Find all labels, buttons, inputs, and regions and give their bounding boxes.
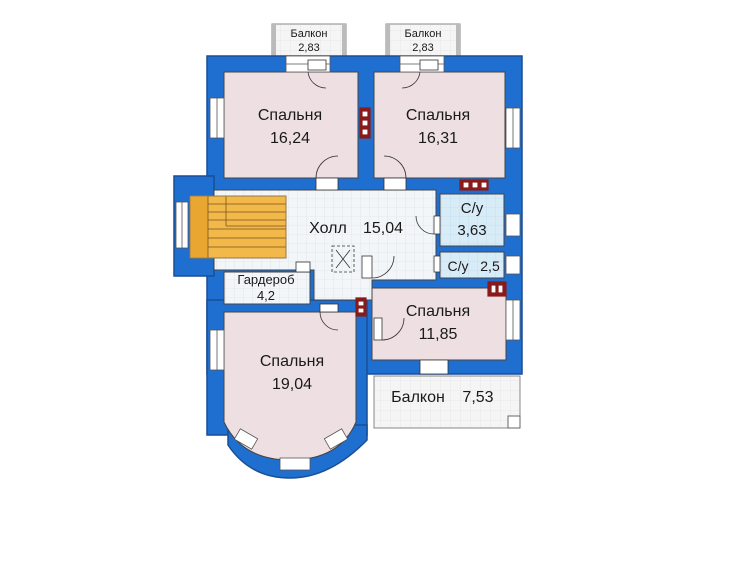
vent-shafts <box>355 107 507 317</box>
bath-small-fill <box>439 251 505 279</box>
wardrobe-area: 4,2 <box>257 288 275 303</box>
bedroom-ne-fill <box>373 71 506 179</box>
bedroom-e-area: 11,85 <box>419 326 458 343</box>
balcony-right-name: Балкон <box>405 28 442 40</box>
balcony-big-name: Балкон <box>391 389 445 406</box>
balcony-big-area: 7,53 <box>462 389 493 406</box>
balcony-big <box>373 375 521 429</box>
balcony-left-area: 2,83 <box>298 42 319 54</box>
bath-small-area: 2,5 <box>480 258 500 274</box>
hall-name: Холл <box>309 220 347 237</box>
bedroom-e-name: Спальня <box>406 303 470 320</box>
wardrobe-fill <box>223 271 311 305</box>
attic-hatch <box>331 245 355 273</box>
balcony-right-area: 2,83 <box>412 42 433 54</box>
bedroom-sw-name: Спальня <box>260 353 324 370</box>
wardrobe-name: Гардероб <box>237 272 294 287</box>
bedroom-nw-name: Спальня <box>258 107 322 124</box>
bath-big-area: 3,63 <box>457 222 486 239</box>
doors <box>295 59 449 375</box>
hall-area: 15,04 <box>363 220 403 237</box>
balcony-left-name: Балкон <box>291 28 328 40</box>
bedroom-ne-area: 16,31 <box>418 130 458 147</box>
bath-big-name: С/у <box>461 200 484 217</box>
bedroom-sw-area: 19,04 <box>272 376 312 393</box>
bedroom-nw-area: 16,24 <box>270 130 310 147</box>
bath-small-name: С/у <box>448 258 469 274</box>
bedroom-nw-fill <box>223 71 359 179</box>
bedroom-e-fill <box>371 287 507 361</box>
staircase <box>189 195 287 259</box>
bedroom-ne-name: Спальня <box>406 107 470 124</box>
